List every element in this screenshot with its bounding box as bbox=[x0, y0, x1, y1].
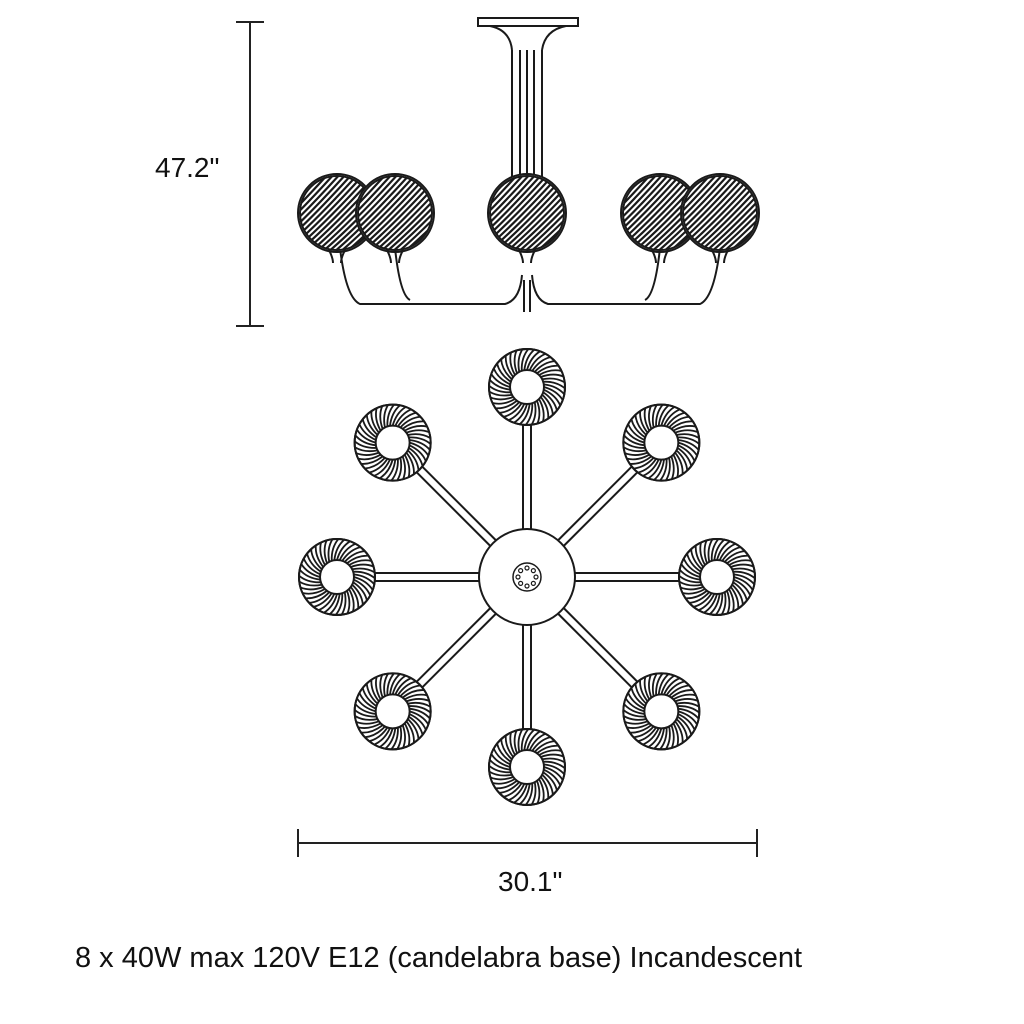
globe-outline bbox=[489, 175, 565, 251]
bulb-opening bbox=[509, 369, 545, 405]
hub-hole bbox=[518, 568, 524, 574]
globe-swirl bbox=[354, 672, 432, 750]
globe-swirl bbox=[354, 404, 432, 482]
arm bbox=[557, 607, 639, 689]
hub-hole bbox=[533, 574, 539, 580]
canopy-flare bbox=[489, 25, 567, 51]
arm-frame bbox=[339, 247, 721, 312]
bulb-opening bbox=[643, 693, 680, 730]
globe-outline bbox=[682, 175, 758, 251]
hub-hole bbox=[530, 580, 536, 586]
bulb-neck bbox=[518, 249, 536, 264]
bulb-opening bbox=[374, 693, 411, 730]
bulb-neck bbox=[386, 249, 404, 264]
globe-swirl bbox=[622, 404, 700, 482]
globe-swirl bbox=[298, 538, 376, 616]
arm bbox=[375, 572, 479, 582]
bulb-neck bbox=[328, 249, 346, 264]
arm bbox=[557, 465, 639, 547]
top-view bbox=[298, 348, 756, 806]
arm bbox=[575, 572, 679, 582]
globe-outline bbox=[678, 538, 756, 616]
hub-ring bbox=[512, 562, 542, 592]
bulb-opening bbox=[319, 559, 355, 595]
height-label: 47.2" bbox=[155, 152, 220, 183]
ceiling-canopy bbox=[477, 17, 579, 27]
globe-outline bbox=[353, 403, 432, 482]
bulb-neck bbox=[711, 249, 729, 264]
globe-outline bbox=[488, 728, 566, 806]
arm bbox=[415, 607, 497, 689]
globe-swirl bbox=[622, 672, 700, 750]
hub-hole bbox=[524, 565, 530, 571]
width-dimension-line bbox=[297, 829, 758, 857]
hub-hole bbox=[524, 583, 530, 589]
width-label: 30.1" bbox=[498, 866, 563, 897]
globe-outline bbox=[488, 348, 566, 426]
center-hub bbox=[478, 528, 576, 626]
height-dimension-line bbox=[236, 21, 264, 327]
arm bbox=[415, 465, 497, 547]
globe-outline bbox=[353, 672, 432, 751]
side-view bbox=[297, 17, 760, 312]
bulb-opening bbox=[643, 424, 680, 461]
hub-hole bbox=[518, 580, 524, 586]
globe-outline bbox=[357, 175, 433, 251]
bulb-opening bbox=[509, 749, 545, 785]
globe-swirl bbox=[488, 728, 566, 806]
globe-outline bbox=[622, 403, 701, 482]
arm bbox=[522, 425, 532, 529]
bulb-spec-caption: 8 x 40W max 120V E12 (candelabra base) I… bbox=[75, 942, 803, 974]
globe-swirl bbox=[488, 348, 566, 426]
hub-hole bbox=[530, 568, 536, 574]
bulb-neck bbox=[651, 249, 669, 264]
arm bbox=[522, 625, 532, 729]
bulb-opening bbox=[699, 559, 735, 595]
bulb-opening bbox=[374, 424, 411, 461]
hub-hole bbox=[515, 574, 521, 580]
globe-outline bbox=[298, 538, 376, 616]
globe-outline bbox=[622, 672, 701, 751]
globe-swirl bbox=[678, 538, 756, 616]
